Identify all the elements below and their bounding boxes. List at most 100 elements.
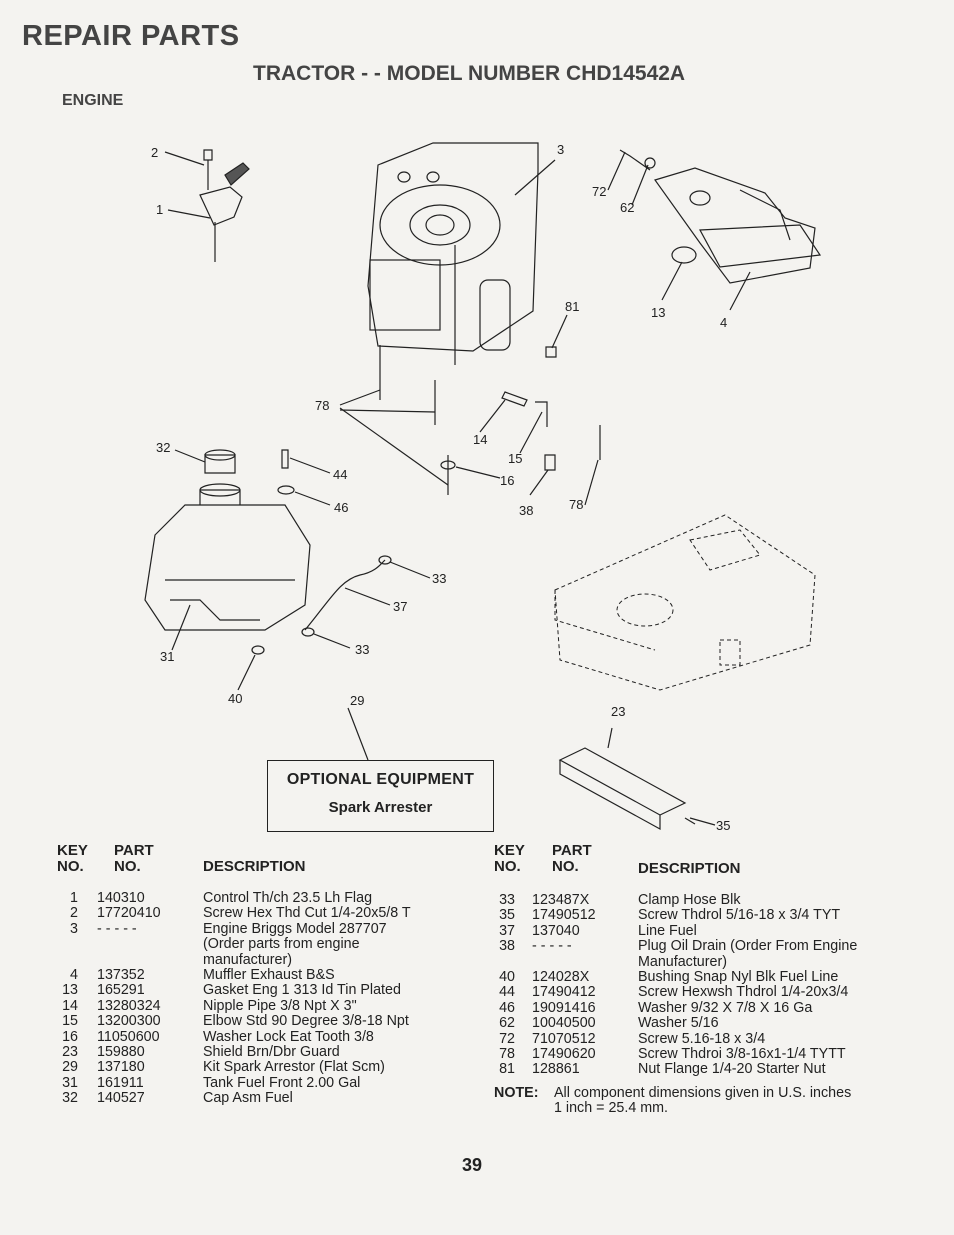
- row-part-no: 19091416: [532, 999, 596, 1016]
- row-part-no: 123487X: [532, 892, 590, 908]
- row-description: Muffler Exhaust B&S: [203, 967, 335, 983]
- parts-diagram: 2 1 3 72 62 81 13 4 78 14 15 16 38 78 32…: [144, 142, 822, 833]
- callout-35: 35: [716, 818, 730, 833]
- row-description: Screw Hexwsh Thdrol 1/4-20x3/4: [638, 984, 849, 1001]
- row-part-no: 137352: [97, 967, 145, 983]
- fuel-cap-illustration: [204, 449, 236, 474]
- row-part-no: 140527: [97, 1090, 145, 1107]
- row-part-no: 128861: [532, 1061, 580, 1078]
- row-key-no: 14: [62, 997, 78, 1014]
- left-part-header: PART NO.: [114, 842, 154, 875]
- page-title: REPAIR PARTS: [22, 20, 240, 52]
- row-key-no: 2: [70, 905, 78, 922]
- engine-illustration: [367, 142, 539, 365]
- optional-equipment-item: Spark Arrester: [328, 799, 433, 816]
- row-key-no: 32: [62, 1090, 78, 1107]
- shield-guard-illustration: [558, 747, 696, 831]
- row-description: Tank Fuel Front 2.00 Gal: [203, 1074, 361, 1091]
- callout-1: 1: [156, 202, 163, 217]
- row-key-no: 16: [62, 1028, 78, 1045]
- left-key-header: KEY NO.: [57, 842, 88, 875]
- row-description: Clamp Hose Blk: [638, 892, 741, 908]
- row-description: Gasket Eng 1 313 Id Tin Plated: [203, 982, 401, 999]
- callout-23: 23: [611, 704, 625, 719]
- row-key-no: 72: [499, 1030, 515, 1047]
- row-key-no: 81: [499, 1061, 515, 1078]
- callout-33: 33: [432, 571, 446, 586]
- callout-14: 14: [473, 432, 487, 447]
- row-description: Control Th/ch 23.5 Lh Flag: [203, 890, 373, 906]
- row-description: Nipple Pipe 3/8 Npt X 3": [203, 997, 357, 1014]
- row-part-no: 159880: [97, 1044, 145, 1060]
- row-key-no: 1: [70, 890, 78, 906]
- throttle-control-illustration: [199, 149, 250, 262]
- callout-16: 16: [500, 473, 514, 488]
- row-key-no: 46: [499, 999, 515, 1016]
- parts-row: 44 17490412 Screw Hexwsh Thdrol 1/4-20x3/4: [485, 984, 848, 1001]
- callout-32: 32: [156, 440, 170, 455]
- row-part-no: 17490412: [532, 984, 596, 1001]
- parts-row: 1 140310 Control Th/ch 23.5 Lh Flag: [48, 890, 372, 906]
- row-description: Screw 5.16-18 x 3/4: [638, 1030, 766, 1047]
- row-key-no: 62: [499, 1015, 515, 1032]
- row-part-no: 13200300: [97, 1013, 161, 1030]
- row-description: Kit Spark Arrestor (Flat Scm): [203, 1059, 385, 1076]
- parts-row: 3 - - - - - Engine Briggs Model 287707(Ord…: [48, 920, 387, 968]
- right-description-header: DESCRIPTION: [638, 860, 741, 877]
- row-part-no: 11050600: [97, 1028, 160, 1045]
- callout-44: 44: [333, 467, 347, 482]
- callout-78: 78: [315, 398, 329, 413]
- row-key-no: 78: [499, 1046, 515, 1062]
- row-key-no: 23: [62, 1044, 78, 1060]
- row-part-no: 140310: [97, 890, 145, 906]
- row-key-no: 38: [499, 938, 515, 955]
- row-key-no: 29: [62, 1059, 78, 1076]
- row-part-no: 137180: [97, 1059, 145, 1076]
- row-key-no: 13: [62, 982, 78, 999]
- callout-29: 29: [350, 693, 364, 708]
- muffler-illustration: [619, 149, 822, 284]
- row-part-no: 161911: [97, 1074, 144, 1091]
- parts-row: 31 161911 Tank Fuel Front 2.00 Gal: [48, 1074, 360, 1091]
- row-description: Elbow Std 90 Degree 3/8-18 Npt: [203, 1013, 409, 1030]
- row-part-no: 17490620: [532, 1046, 596, 1062]
- section-heading: ENGINE: [62, 92, 124, 109]
- optional-equipment-box: OPTIONAL EQUIPMENT Spark Arrester: [267, 760, 494, 832]
- row-description: manufacturer): [203, 951, 292, 968]
- callout-4: 4: [720, 315, 727, 330]
- row-part-no: 13280324: [97, 997, 161, 1014]
- row-description: (Order parts from engine: [203, 936, 360, 953]
- note-label: NOTE:: [494, 1085, 539, 1101]
- callout-46: 46: [334, 500, 348, 515]
- parts-row: 13 165291 Gasket Eng 1 313 Id Tin Plated: [48, 982, 401, 999]
- callout-3: 3: [557, 142, 564, 157]
- row-description: Bushing Snap Nyl Blk Fuel Line: [638, 969, 839, 985]
- row-key-no: 40: [499, 969, 515, 985]
- right-part-header: PART NO.: [552, 842, 592, 875]
- row-key-no: 44: [499, 984, 515, 1001]
- callout-31: 31: [160, 649, 174, 664]
- parts-row: 29 137180 Kit Spark Arrestor (Flat Scm): [48, 1059, 385, 1076]
- row-part-no: 165291: [97, 982, 145, 999]
- row-part-no: - - - - -: [97, 920, 137, 937]
- callout-40: 40: [228, 691, 242, 706]
- model-subtitle: TRACTOR - - MODEL NUMBER CHD14542A: [253, 62, 686, 85]
- row-key-no: 3: [70, 920, 78, 937]
- row-description: Engine Briggs Model 287707: [203, 920, 387, 937]
- parts-row: 81 128861 Nut Flange 1/4-20 Starter Nut: [485, 1061, 825, 1078]
- row-key-no: 31: [62, 1074, 78, 1091]
- row-description: Nut Flange 1/4-20 Starter Nut: [638, 1061, 826, 1078]
- parts-row: 14 13280324 Nipple Pipe 3/8 Npt X 3": [48, 997, 357, 1014]
- row-part-no: 17490512: [532, 907, 596, 924]
- callout-38: 38: [519, 503, 533, 518]
